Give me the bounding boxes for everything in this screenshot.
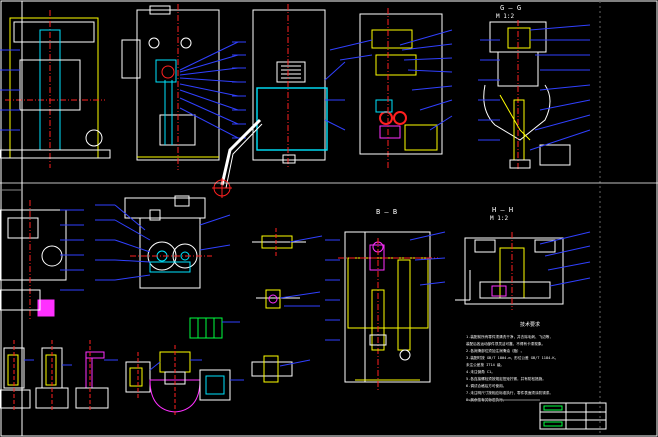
middle-view-lever [212, 4, 346, 198]
detail-views-middle [189, 228, 323, 383]
note-line-4: 3.装配时按 GB/T 1804-m，形位公差 GB/T 1184-K。 [466, 355, 558, 360]
notes-title: 技术要求 [520, 321, 540, 328]
technical-notes: 技术要求 1.装配前所有零件须清洗干净，并去除毛刺、飞边等， 装配后各运动部件须… [466, 321, 558, 402]
note-line-5: 未注公差按 IT14 级。 [466, 362, 504, 367]
section-gg-label: G — G [500, 4, 521, 12]
gear-mechanism-view [95, 195, 231, 289]
note-line-8: 6.调试合格后方可使用。 [466, 383, 506, 388]
note-line-1: 1.装配前所有零件须清洗干净，并去除毛刺、飞边等， [466, 334, 553, 339]
front-view-left [0, 10, 111, 168]
note-line-6: 4.未注倒角 C1。 [466, 369, 495, 374]
left-mid-view [0, 200, 84, 320]
title-block [468, 399, 607, 430]
section-hh: H — H M 1:2 [455, 206, 591, 310]
section-bb: B — B [325, 208, 446, 390]
section-hh-scale: M 1:2 [490, 215, 508, 222]
note-line-3: 2.各润滑部位须加注润滑油（脂）。 [466, 348, 524, 353]
section-hh-label: H — H [492, 206, 513, 214]
note-line-7: 5.各连接螺栓须按规定扭矩拧紧，并有防松措施。 [466, 376, 546, 381]
note-line-2: 装配后各运动部件须灵活可靠，不得有卡滞现象。 [466, 341, 545, 346]
right-assembly-view [329, 8, 453, 168]
side-view [121, 4, 246, 170]
bottom-detail-views [0, 340, 244, 416]
section-gg-scale: M 1:2 [496, 13, 514, 20]
section-gg: G — G M 1:2 [478, 4, 591, 170]
section-bb-label: B — B [376, 208, 397, 216]
note-line-9: 7.未注明尺寸按相应标准执行，零件表面须涂防锈漆。 [466, 390, 553, 395]
